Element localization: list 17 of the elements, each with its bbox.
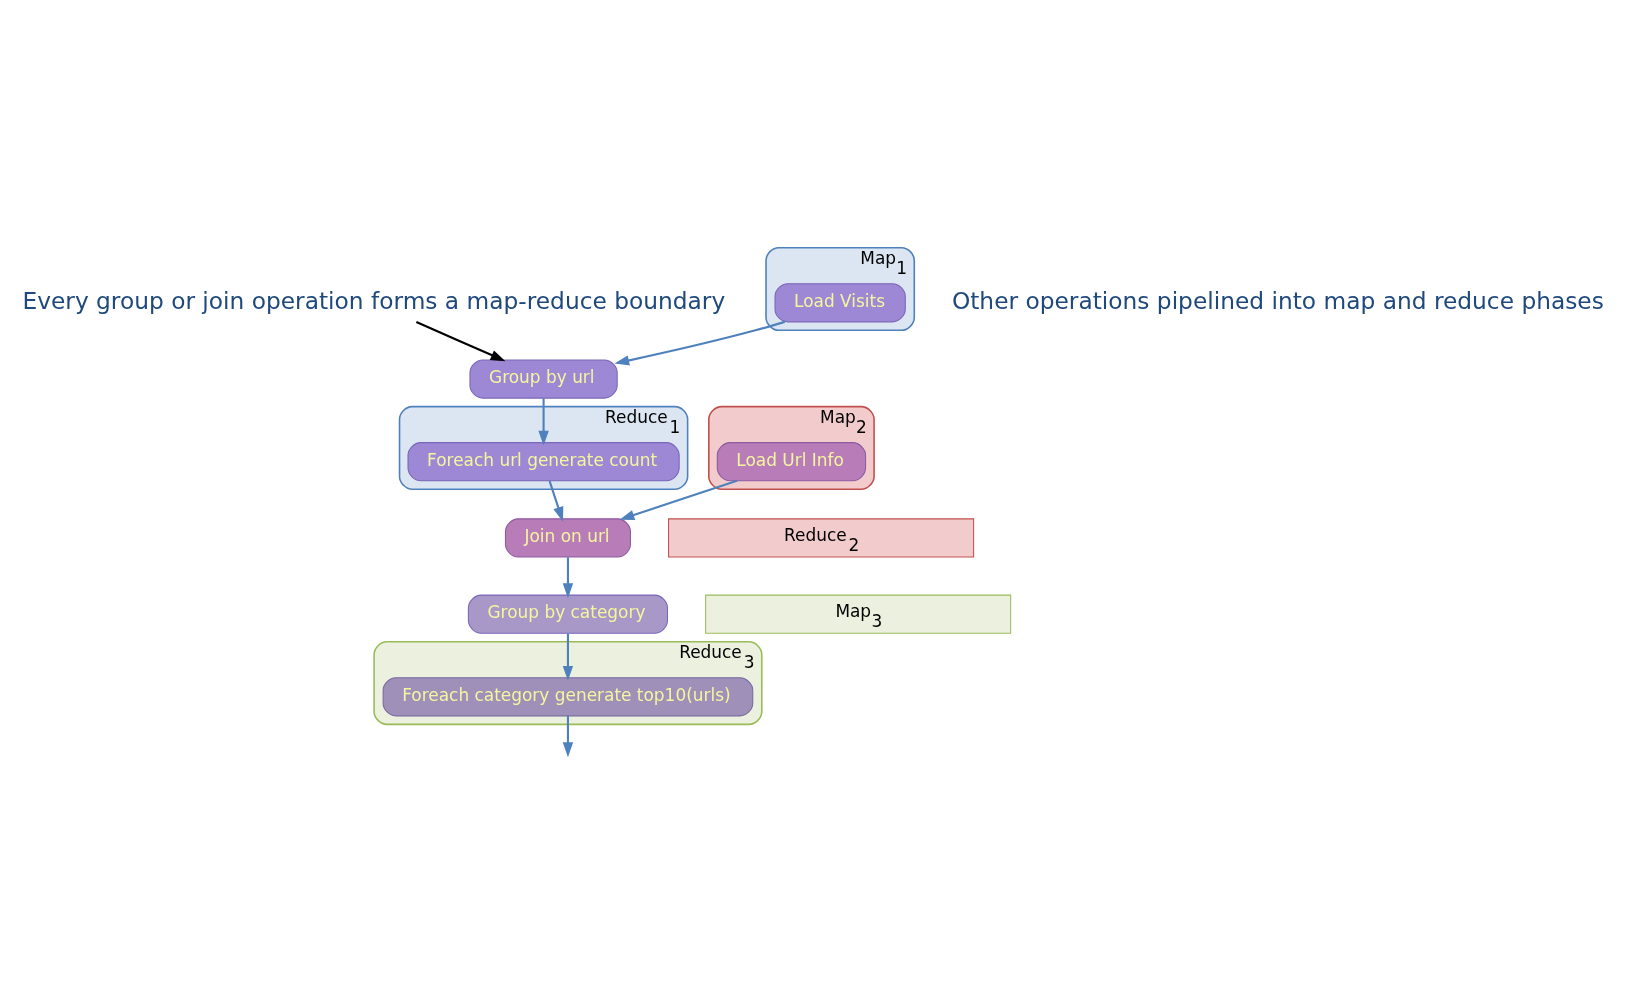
- label: Other operations pipelined into map and reduce phases: [951, 286, 1604, 314]
- node-box: Load Visits: [774, 282, 906, 322]
- arrow: [619, 479, 737, 520]
- arrow: [415, 320, 505, 361]
- arrow: [562, 556, 573, 598]
- node-box: Group by url: [468, 358, 618, 399]
- node-box: Foreach url generate count: [407, 441, 680, 481]
- node-text: Every group or join operation forms a map-reduce boundary: [21, 286, 725, 314]
- arrow: [537, 397, 549, 446]
- node-box: Foreach category generate top10(urls): [382, 676, 753, 716]
- arrow: [613, 320, 785, 366]
- node-box: Group by category: [467, 594, 668, 634]
- arrow: [562, 715, 573, 757]
- node-box: Join on url: [504, 517, 631, 557]
- node-box: Load Url Info: [716, 441, 866, 481]
- arrow: [548, 480, 563, 522]
- arrow: [562, 633, 573, 681]
